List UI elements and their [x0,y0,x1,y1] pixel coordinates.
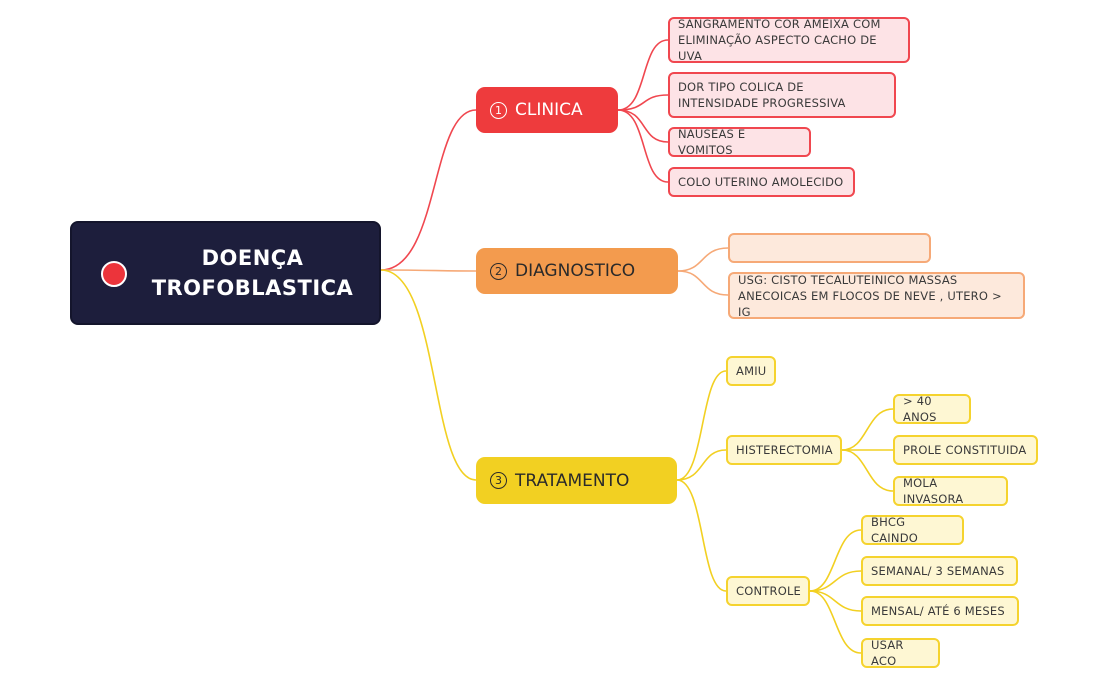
clinica-item-label: SANGRAMENTO COR AMEIXA COM ELIMINAÇÃO AS… [678,17,881,63]
root-title: DOENÇA TROFOBLASTICA [151,246,354,300]
tratamento-item-controle[interactable]: CONTROLE [726,576,810,606]
clinica-item-nauseas[interactable]: NAUSEAS E VOMITOS [668,127,811,157]
branch-diagnostico[interactable]: 2 DIAGNOSTICO [476,248,678,294]
clinica-item-label: COLO UTERINO AMOLECIDO [678,175,844,189]
branch-tratamento[interactable]: 3 TRATAMENTO [476,457,677,504]
link-controle-1 [809,529,862,592]
link-clinica-4 [617,109,669,183]
branch-diagnostico-label: DIAGNOSTICO [515,261,636,281]
link-hist-1 [841,408,894,451]
tratamento-item-label: CONTROLE [736,584,802,598]
root-topic[interactable]: DOENÇA TROFOBLASTICA [70,221,381,325]
histerectomia-item-label: > 40 ANOS [903,394,937,424]
link-root-diagnostico [380,269,477,272]
controle-item-label: BHCG CAINDO [871,515,918,545]
clinica-item-label: NAUSEAS E VOMITOS [678,127,746,157]
histerectomia-item-label: MOLA INVASORA [903,476,964,506]
number-two-icon: 2 [490,262,507,280]
link-root-clinica [380,109,477,271]
link-hist-3 [841,449,894,492]
histerectomia-item-prole[interactable]: PROLE CONSTITUIDA [893,435,1038,465]
clinica-item-sangramento[interactable]: SANGRAMENTO COR AMEIXA COM ELIMINAÇÃO AS… [668,17,910,63]
controle-item-label: USAR ACO [871,638,904,668]
diagnostico-item-empty[interactable] [728,233,931,263]
diagnostico-item-label: USG: CISTO TECALUTEINICO MASSAS ANECOICA… [738,272,1002,319]
clinica-item-dor[interactable]: DOR TIPO COLICA DE INTENSIDADE PROGRESSI… [668,72,896,118]
histerectomia-item-40-anos[interactable]: > 40 ANOS [893,394,971,424]
record-dot-icon [101,261,127,287]
controle-item-bhcg[interactable]: BHCG CAINDO [861,515,964,545]
link-clinica-3 [617,109,669,143]
link-controle-2 [809,570,862,592]
link-root-tratamento [380,269,477,481]
link-tratamento-controle [676,479,727,592]
link-tratamento-amiu [676,370,727,481]
link-tratamento-histerectomia [676,449,727,481]
controle-item-mensal[interactable]: MENSAL/ ATÉ 6 MESES [861,596,1019,626]
controle-item-label: SEMANAL/ 3 SEMANAS [871,564,1005,578]
link-diagnostico-2 [677,270,729,296]
clinica-item-label: DOR TIPO COLICA DE INTENSIDADE PROGRESSI… [678,80,846,110]
controle-item-aco[interactable]: USAR ACO [861,638,940,668]
histerectomia-item-mola[interactable]: MOLA INVASORA [893,476,1008,506]
controle-item-semanal[interactable]: SEMANAL/ 3 SEMANAS [861,556,1018,586]
clinica-item-colo[interactable]: COLO UTERINO AMOLECIDO [668,167,855,197]
branch-clinica[interactable]: 1 CLINICA [476,87,618,133]
number-three-icon: 3 [490,472,507,489]
diagnostico-item-usg[interactable]: USG: CISTO TECALUTEINICO MASSAS ANECOICA… [728,272,1025,319]
tratamento-item-label: AMIU [736,364,767,378]
histerectomia-item-label: PROLE CONSTITUIDA [903,443,1027,457]
tratamento-item-histerectomia[interactable]: HISTERECTOMIA [726,435,842,465]
number-one-icon: 1 [490,101,507,119]
link-controle-3 [809,590,862,612]
tratamento-item-label: HISTERECTOMIA [736,443,833,457]
link-controle-4 [809,590,862,654]
link-clinica-1 [617,39,669,111]
tratamento-item-amiu[interactable]: AMIU [726,356,776,386]
controle-item-label: MENSAL/ ATÉ 6 MESES [871,604,1005,618]
branch-tratamento-label: TRATAMENTO [515,470,630,491]
link-diagnostico-1 [677,247,729,272]
link-clinica-2 [617,94,669,111]
branch-clinica-label: CLINICA [515,100,583,120]
